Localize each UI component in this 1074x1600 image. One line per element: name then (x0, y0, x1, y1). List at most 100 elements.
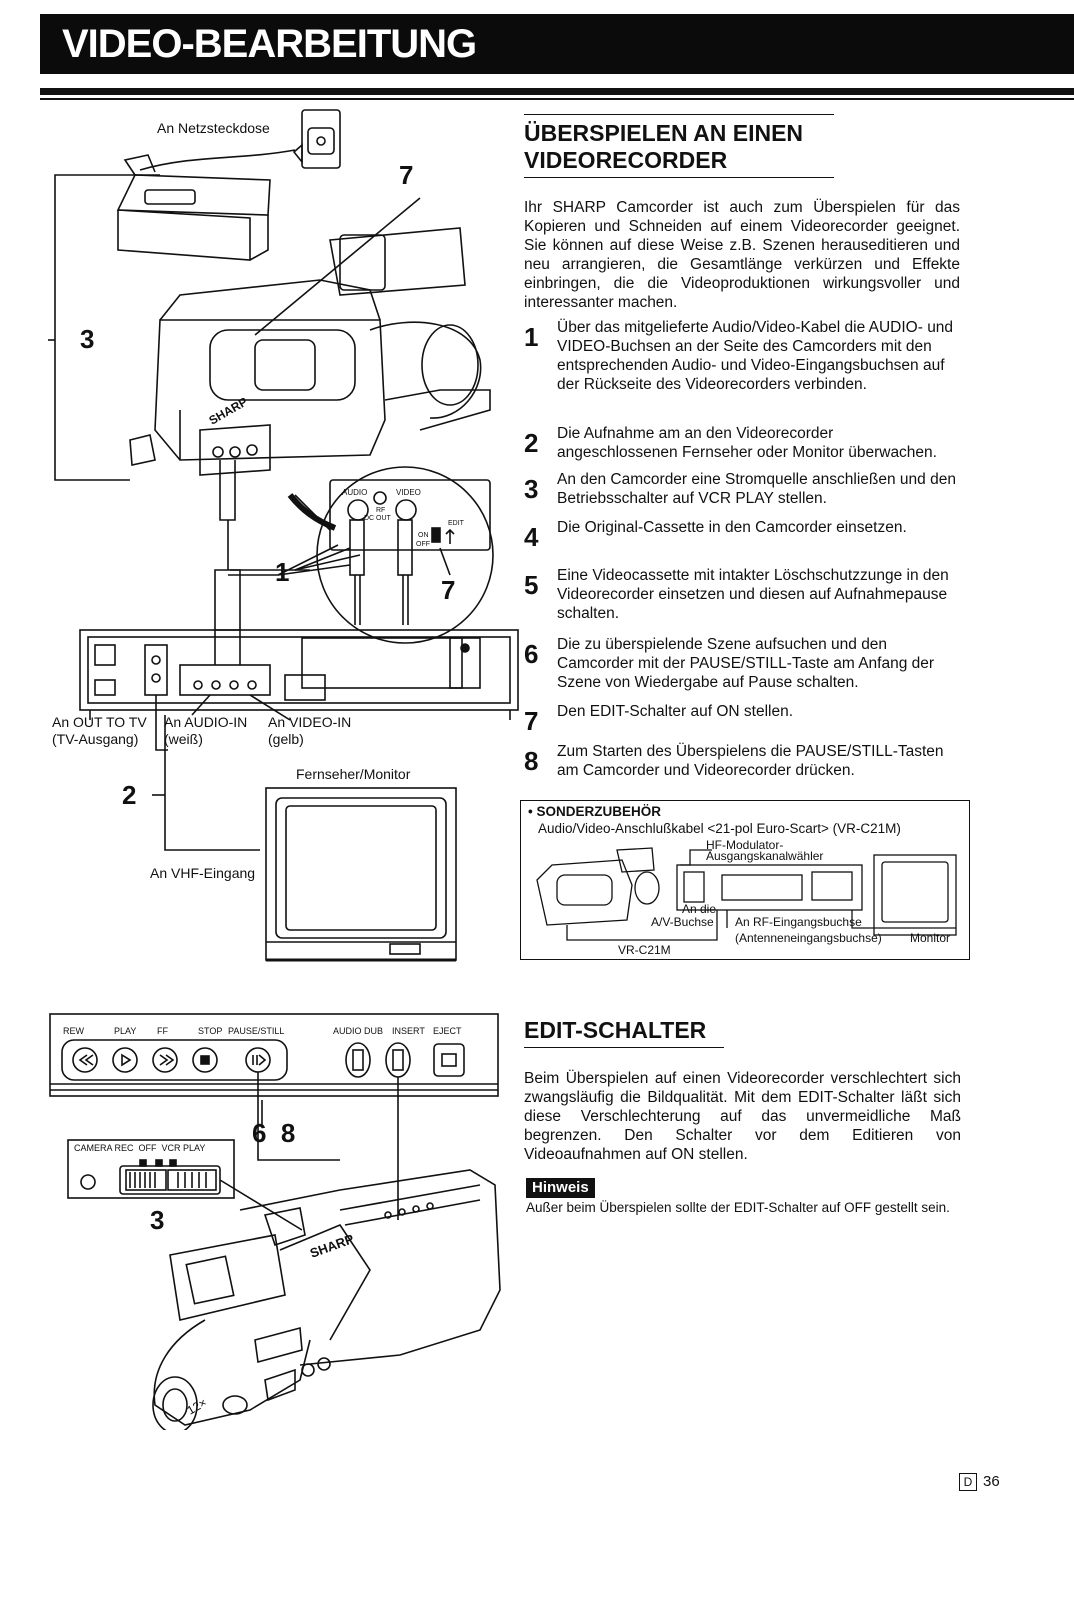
step-text: Eine Videocassette mit intakter Löschsch… (557, 567, 949, 622)
accessory-diagram (536, 847, 957, 941)
zoom-label: 12× (185, 1395, 210, 1417)
step-text: Den EDIT-Schalter auf ON stellen. (557, 703, 794, 720)
step-text: Über das mitgelieferte Audio/Video-Kabel… (557, 319, 954, 393)
step-number: 8 (524, 746, 539, 776)
step-number: 7 (524, 706, 539, 736)
step-2: 2 Die Aufnahme am an den Videorecorder a… (524, 424, 964, 464)
antenna-input-label: (Antenneneingangsbuchse) (735, 931, 882, 945)
section-title-line1: ÜBERSPIELEN AN EINEN (524, 120, 804, 146)
vr-c21m-label: VR-C21M (618, 943, 671, 957)
step-number: 6 (524, 639, 539, 669)
ac-adapter-icon (116, 154, 271, 261)
step-text: Die Aufnahme am an den Videorecorder ang… (557, 425, 937, 461)
callout-1: 1 (275, 557, 290, 587)
camcorder-large-icon (152, 1169, 501, 1430)
section-title-line2: VIDEORECORDER (524, 147, 728, 173)
callout-2: 2 (122, 780, 137, 810)
mini-camcorder-icon (536, 847, 660, 926)
hf-modulator-label-2: Ausgangskanalwähler (706, 849, 824, 863)
play-label: PLAY (114, 1026, 137, 1036)
language-box: D (959, 1473, 977, 1491)
wall-outlet-icon (292, 109, 341, 169)
header-rule-thin (40, 98, 1074, 100)
pause-still-button (245, 1047, 271, 1073)
jack-video-label: VIDEO (396, 488, 421, 497)
accessory-cable-line: Audio/Video-Anschlußkabel <21-pol Euro-S… (538, 821, 901, 836)
edit-label: EDIT (448, 520, 465, 527)
step-text: An den Camcorder eine Stromquelle anschl… (557, 471, 956, 507)
page-number: 36 (983, 1473, 1000, 1490)
play-button (112, 1047, 138, 1073)
step-4: 4 Die Original-Cassette in den Camcorder… (524, 518, 964, 552)
eject-label: EJECT (433, 1026, 462, 1036)
callout-7: 7 (441, 575, 456, 605)
edit-switch-paragraph: Beim Überspielen auf einen Videorecorder… (524, 1070, 961, 1163)
tv-ausgang-label: (TV-Ausgang) (52, 731, 139, 747)
mini-monitor-icon (873, 854, 957, 936)
mode-switch-box (67, 1139, 235, 1199)
section-title-underline (524, 177, 834, 178)
edit-switch-title: EDIT-SCHALTER (524, 1017, 707, 1043)
camcorder-icon (129, 227, 491, 476)
accessory-title: • SONDERZUBEHÖR (528, 804, 661, 819)
mode-switch-label: CAMERA REC OFF VCR PLAY (74, 1143, 206, 1153)
tv-monitor-icon (265, 787, 457, 962)
page-title: VIDEO-BEARBEITUNG (62, 22, 477, 66)
audio-in-label: An AUDIO-IN (164, 714, 248, 730)
header-rule (40, 88, 1074, 95)
connection-diagram: SHARP AUDIO VIDEO RF DC OUT EDIT ON OFF (48, 109, 519, 962)
camcorder-controls-diagram: SHARP 12× (49, 1013, 501, 1430)
video-in-color-label: (gelb) (268, 731, 304, 747)
av-socket-label: A/V-Buchse (651, 915, 714, 929)
vhf-input-label: An VHF-Eingang (150, 865, 256, 881)
accessory-box (520, 800, 970, 960)
tv-monitor-label: Fernseher/Monitor (296, 766, 411, 782)
section-rule (524, 114, 834, 115)
audio-dub-label: AUDIO DUB (333, 1026, 384, 1036)
jack-rf-label: RF (376, 507, 385, 514)
ff-button (152, 1047, 178, 1073)
hinweis-badge: Hinweis (526, 1178, 595, 1198)
out-to-tv-label: An OUT TO TV (52, 714, 147, 730)
callout-6-8: 6 8 (252, 1118, 296, 1148)
step-7: 7 Den EDIT-Schalter auf ON stellen. (524, 702, 964, 736)
step-5: 5 Eine Videocassette mit intakter Löschs… (524, 566, 964, 626)
hinweis-text: Außer beim Überspielen sollte der EDIT-S… (526, 1200, 950, 1215)
step-6: 6 Die zu überspielende Szene aufsuchen u… (524, 635, 964, 695)
stop-button (192, 1047, 218, 1073)
stop-label: STOP (198, 1026, 223, 1036)
an-die-label: An die (682, 902, 717, 916)
rew-button (72, 1047, 98, 1073)
step-text: Zum Starten des Überspielens die PAUSE/S… (557, 743, 944, 779)
step-text: Die zu überspielende Szene aufsuchen und… (557, 636, 935, 691)
step-3: 3 An den Camcorder eine Stromquelle ansc… (524, 470, 964, 510)
step-text: Die Original-Cassette in den Camcorder e… (557, 519, 907, 536)
video-in-label: An VIDEO-IN (268, 714, 352, 730)
step-number: 3 (524, 474, 539, 504)
monitor-label: Monitor (910, 931, 951, 945)
mini-vcr-icon (676, 864, 863, 911)
callout-3-bottom: 3 (150, 1205, 165, 1235)
callout-3: 3 (80, 324, 95, 354)
ff-label: FF (157, 1026, 168, 1036)
step-number: 1 (524, 322, 539, 352)
eject-button (433, 1043, 465, 1077)
videorecorder-icon (79, 629, 519, 720)
hf-modulator-label-1: HF-Modulator- (706, 838, 784, 852)
jack-audio-label: AUDIO (342, 488, 367, 497)
insert-label: INSERT (392, 1026, 425, 1036)
callout-4: 7 (399, 160, 414, 190)
pause-still-label: PAUSE/STILL (228, 1026, 285, 1036)
edit-on-label: ON (418, 532, 429, 539)
jack-dcout-label: DC OUT (364, 515, 392, 522)
power-outlet-label: An Netzsteckdose (157, 120, 270, 136)
intro-paragraph: Ihr SHARP Camcorder ist auch zum Überspi… (524, 199, 960, 311)
step-number: 4 (524, 522, 539, 552)
control-panel (49, 1013, 499, 1097)
step-1: 1 Über das mitgelieferte Audio/Video-Kab… (524, 318, 964, 416)
step-8: 8 Zum Starten des Überspielens die PAUSE… (524, 742, 964, 784)
edit-switch-underline (524, 1047, 724, 1048)
rf-input-label: An RF-Eingangsbuchse (735, 915, 862, 929)
step-number: 5 (524, 570, 539, 600)
header-bar (40, 14, 1074, 74)
